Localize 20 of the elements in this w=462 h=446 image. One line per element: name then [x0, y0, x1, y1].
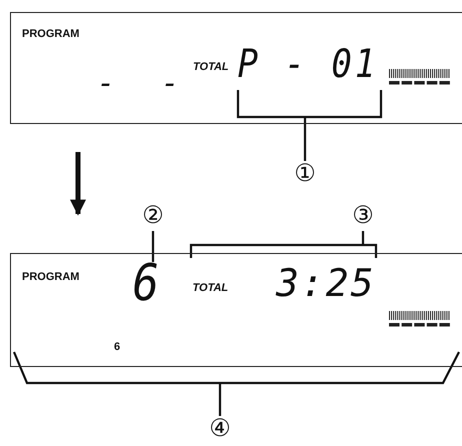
leader-line: [190, 230, 378, 260]
segment-readout: - -: [97, 69, 194, 99]
display-panel: [10, 253, 462, 367]
callout-number: ①: [290, 161, 320, 189]
track-number: 6: [114, 342, 120, 353]
callout-number: ②: [138, 203, 168, 231]
segment-readout: P - 01: [238, 44, 384, 90]
indicator-label: TOTAL: [193, 62, 229, 73]
leader-line: [152, 231, 154, 262]
arrow: [70, 152, 86, 216]
leader-line: [12, 350, 460, 418]
indicator-label: PROGRAM: [22, 29, 80, 40]
indicator-label: PROGRAM: [22, 272, 80, 283]
leader-line: [236, 88, 382, 162]
callout-number: ③: [348, 203, 378, 231]
callout-number: ④: [205, 416, 235, 444]
indicator-label: TOTAL: [192, 282, 228, 294]
segment-readout: 3:25: [276, 264, 376, 302]
segment-readout: 6: [132, 258, 172, 309]
display-panel: [10, 12, 462, 124]
